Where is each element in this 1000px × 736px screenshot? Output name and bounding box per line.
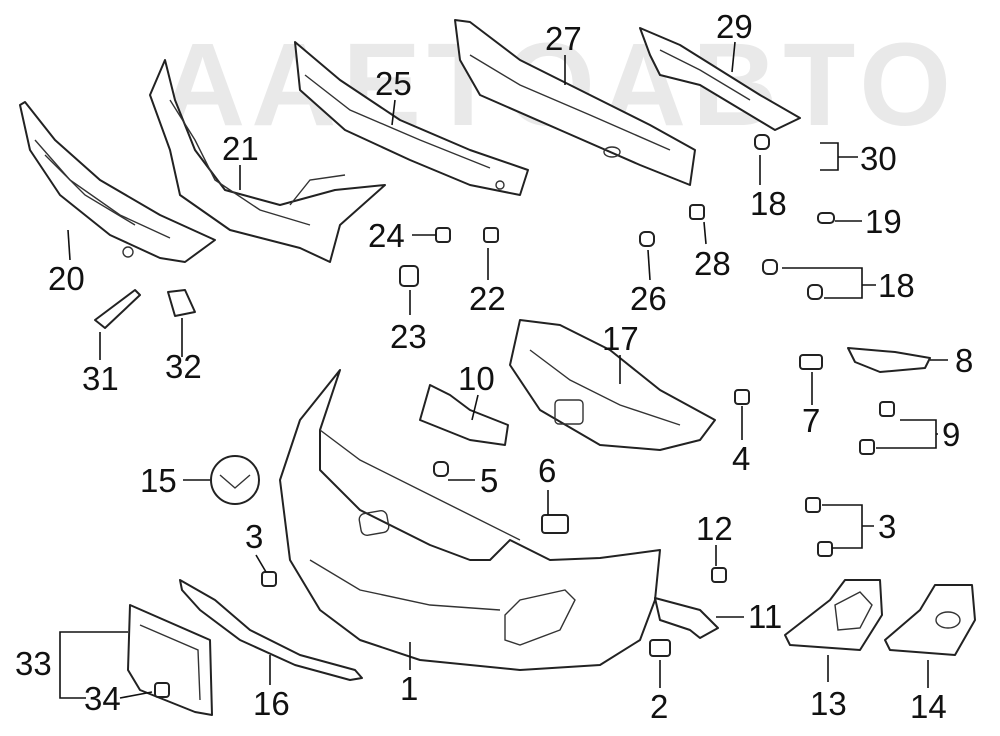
part-27-impact-bar <box>454 19 696 186</box>
part-17-grille-bracket <box>509 319 716 451</box>
part-6-clip <box>541 514 569 534</box>
callout-28: 28 <box>694 245 731 282</box>
part-31-tow-hook <box>94 289 141 329</box>
leader-lines <box>59 41 948 699</box>
callout-27: 27 <box>545 20 582 57</box>
part-3-screw <box>805 497 821 513</box>
callout-22: 22 <box>469 280 506 317</box>
callout-2: 2 <box>650 688 668 725</box>
part-7-clip <box>799 354 823 370</box>
callout-18: 18 <box>750 185 787 222</box>
part-11-bracket <box>654 597 719 639</box>
part-4-bolt <box>734 389 750 405</box>
part-9-bolt <box>859 439 875 455</box>
callout-34: 34 <box>84 680 121 717</box>
callout-5: 5 <box>480 462 498 499</box>
part-28-bolt <box>689 204 705 220</box>
callout-labels: 20 21 25 27 29 30 18 19 18 24 22 26 28 2… <box>15 8 973 725</box>
part-33-license-bracket <box>127 604 213 716</box>
callout-14: 14 <box>910 688 947 725</box>
part-16-molding <box>179 579 363 681</box>
part-34-bolt <box>154 682 170 698</box>
part-20-grille-trim <box>19 101 216 263</box>
callout-7: 7 <box>802 402 820 439</box>
part-15-emblem <box>210 455 260 505</box>
part-18-clip <box>754 134 770 150</box>
part-26-clip <box>639 231 655 247</box>
part-8-bracket <box>847 347 931 373</box>
callout-18: 18 <box>878 267 915 304</box>
callout-19: 19 <box>865 203 902 240</box>
part-10-bracket <box>419 384 509 446</box>
callout-29: 29 <box>716 8 753 45</box>
part-14-fog-cover <box>884 584 976 656</box>
part-18-clip <box>762 259 778 275</box>
callout-33: 33 <box>15 645 52 682</box>
callout-1: 1 <box>400 670 418 707</box>
callout-3: 3 <box>245 518 263 555</box>
callout-23: 23 <box>390 318 427 355</box>
part-1-bumper-cover <box>279 369 661 671</box>
part-29-support <box>639 27 801 131</box>
callout-12: 12 <box>696 510 733 547</box>
part-19-clip <box>817 212 835 224</box>
callout-4: 4 <box>732 440 750 477</box>
callout-25: 25 <box>375 65 412 102</box>
callout-20: 20 <box>48 260 85 297</box>
part-13-fog-cover <box>784 579 883 651</box>
callout-11: 11 <box>748 598 782 635</box>
part-24-screw <box>435 227 451 243</box>
part-3-screw <box>261 571 277 587</box>
callout-15: 15 <box>140 462 177 499</box>
callout-13: 13 <box>810 685 847 722</box>
callout-16: 16 <box>253 685 290 722</box>
callout-30: 30 <box>860 140 897 177</box>
callout-24: 24 <box>368 217 405 254</box>
part-32-cap <box>167 289 196 317</box>
fasteners <box>94 134 895 698</box>
callout-6: 6 <box>538 452 556 489</box>
callout-17: 17 <box>602 320 639 357</box>
part-12-screw <box>711 567 727 583</box>
callout-9: 9 <box>942 416 960 453</box>
part-23-pad <box>399 265 419 287</box>
part-2-nut <box>649 639 671 657</box>
part-22-nut <box>483 227 499 243</box>
callout-3: 3 <box>878 508 896 545</box>
callout-31: 31 <box>82 360 119 397</box>
callout-10: 10 <box>458 360 495 397</box>
part-21-absorber <box>149 59 386 263</box>
callout-32: 32 <box>165 348 202 385</box>
part-3-screw <box>817 541 833 557</box>
callout-8: 8 <box>955 342 973 379</box>
callout-21: 21 <box>222 130 259 167</box>
part-25-reinforcement <box>294 41 529 196</box>
part-9-bolt <box>879 401 895 417</box>
part-18-clip <box>807 284 823 300</box>
callout-26: 26 <box>630 280 667 317</box>
part-5-clip <box>433 461 449 477</box>
